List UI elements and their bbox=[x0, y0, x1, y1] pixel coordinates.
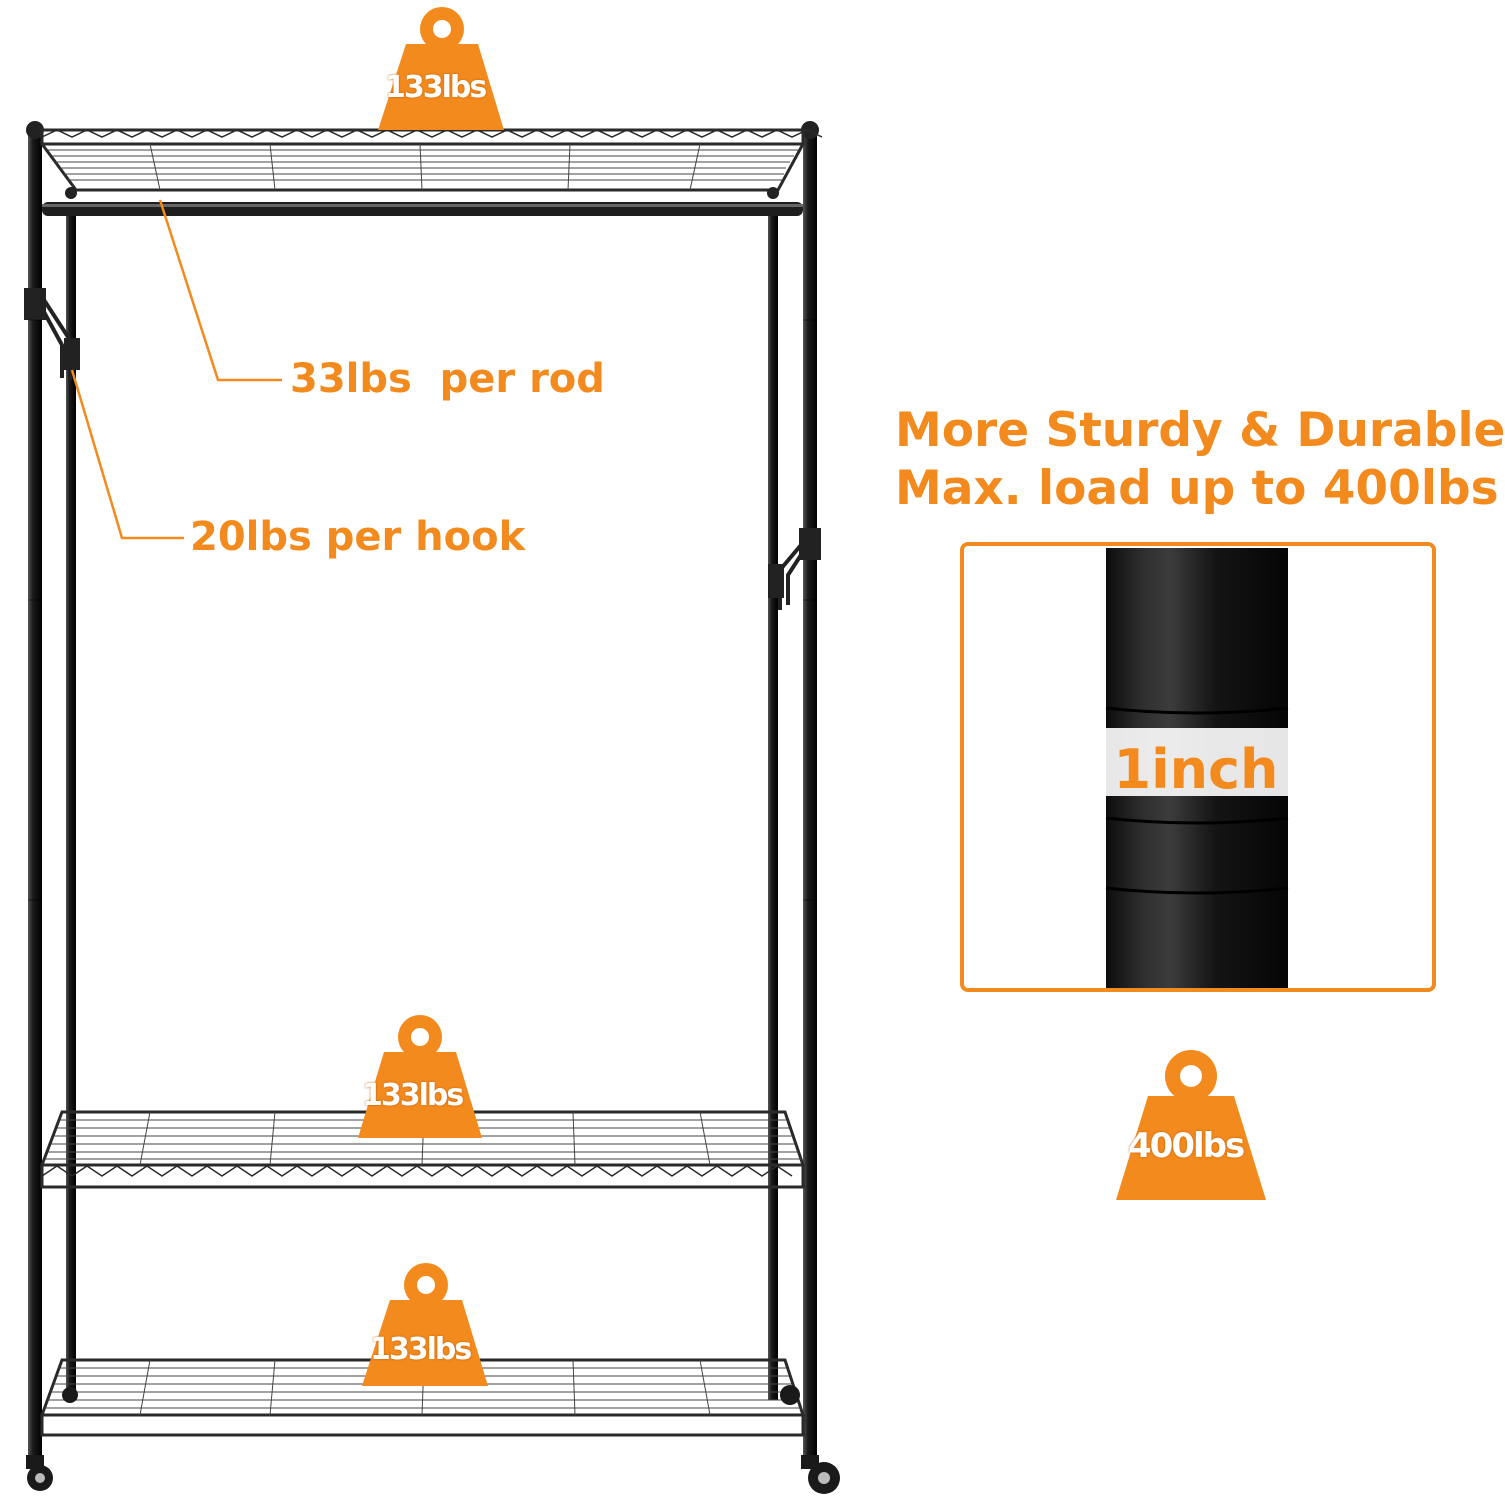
top-shelf-load-label: 133lbs bbox=[385, 70, 487, 105]
bottom-shelf-load-label: 133lbs bbox=[370, 1332, 472, 1367]
weight-icon bbox=[1116, 1050, 1266, 1200]
headline-line-1: More Sturdy & Durable bbox=[895, 403, 1505, 458]
weight-icon bbox=[378, 7, 504, 130]
top-shelf bbox=[40, 128, 823, 192]
rod-leader-line bbox=[158, 199, 282, 382]
rod-capacity-callout: 33lbs per rod bbox=[290, 356, 605, 402]
feature-headline: More Sturdy & Durable Max. load up to 40… bbox=[895, 402, 1505, 518]
left-side-hooks bbox=[24, 288, 80, 380]
back-right-post bbox=[768, 210, 778, 1400]
front-left-post bbox=[28, 128, 42, 1468]
caster-wheels bbox=[26, 1385, 840, 1494]
hook-capacity-callout: 20lbs per hook bbox=[190, 514, 526, 560]
pole-closeup bbox=[960, 542, 1436, 992]
middle-shelf-load-label: 133lbs bbox=[362, 1078, 464, 1113]
weight-icon bbox=[362, 1263, 488, 1386]
headline-line-2: Max. load up to 400lbs bbox=[895, 461, 1499, 516]
garment-rack-illustration bbox=[24, 121, 840, 1494]
front-right-post bbox=[803, 128, 817, 1468]
middle-shelf bbox=[39, 1110, 806, 1189]
right-side-hooks bbox=[768, 528, 821, 610]
hook-leader-line bbox=[70, 369, 184, 540]
pole-diameter-label: 1inch bbox=[1113, 738, 1279, 801]
back-left-post bbox=[66, 210, 76, 1400]
weight-icon bbox=[358, 1015, 482, 1138]
max-load-label: 400lbs bbox=[1128, 1126, 1245, 1166]
